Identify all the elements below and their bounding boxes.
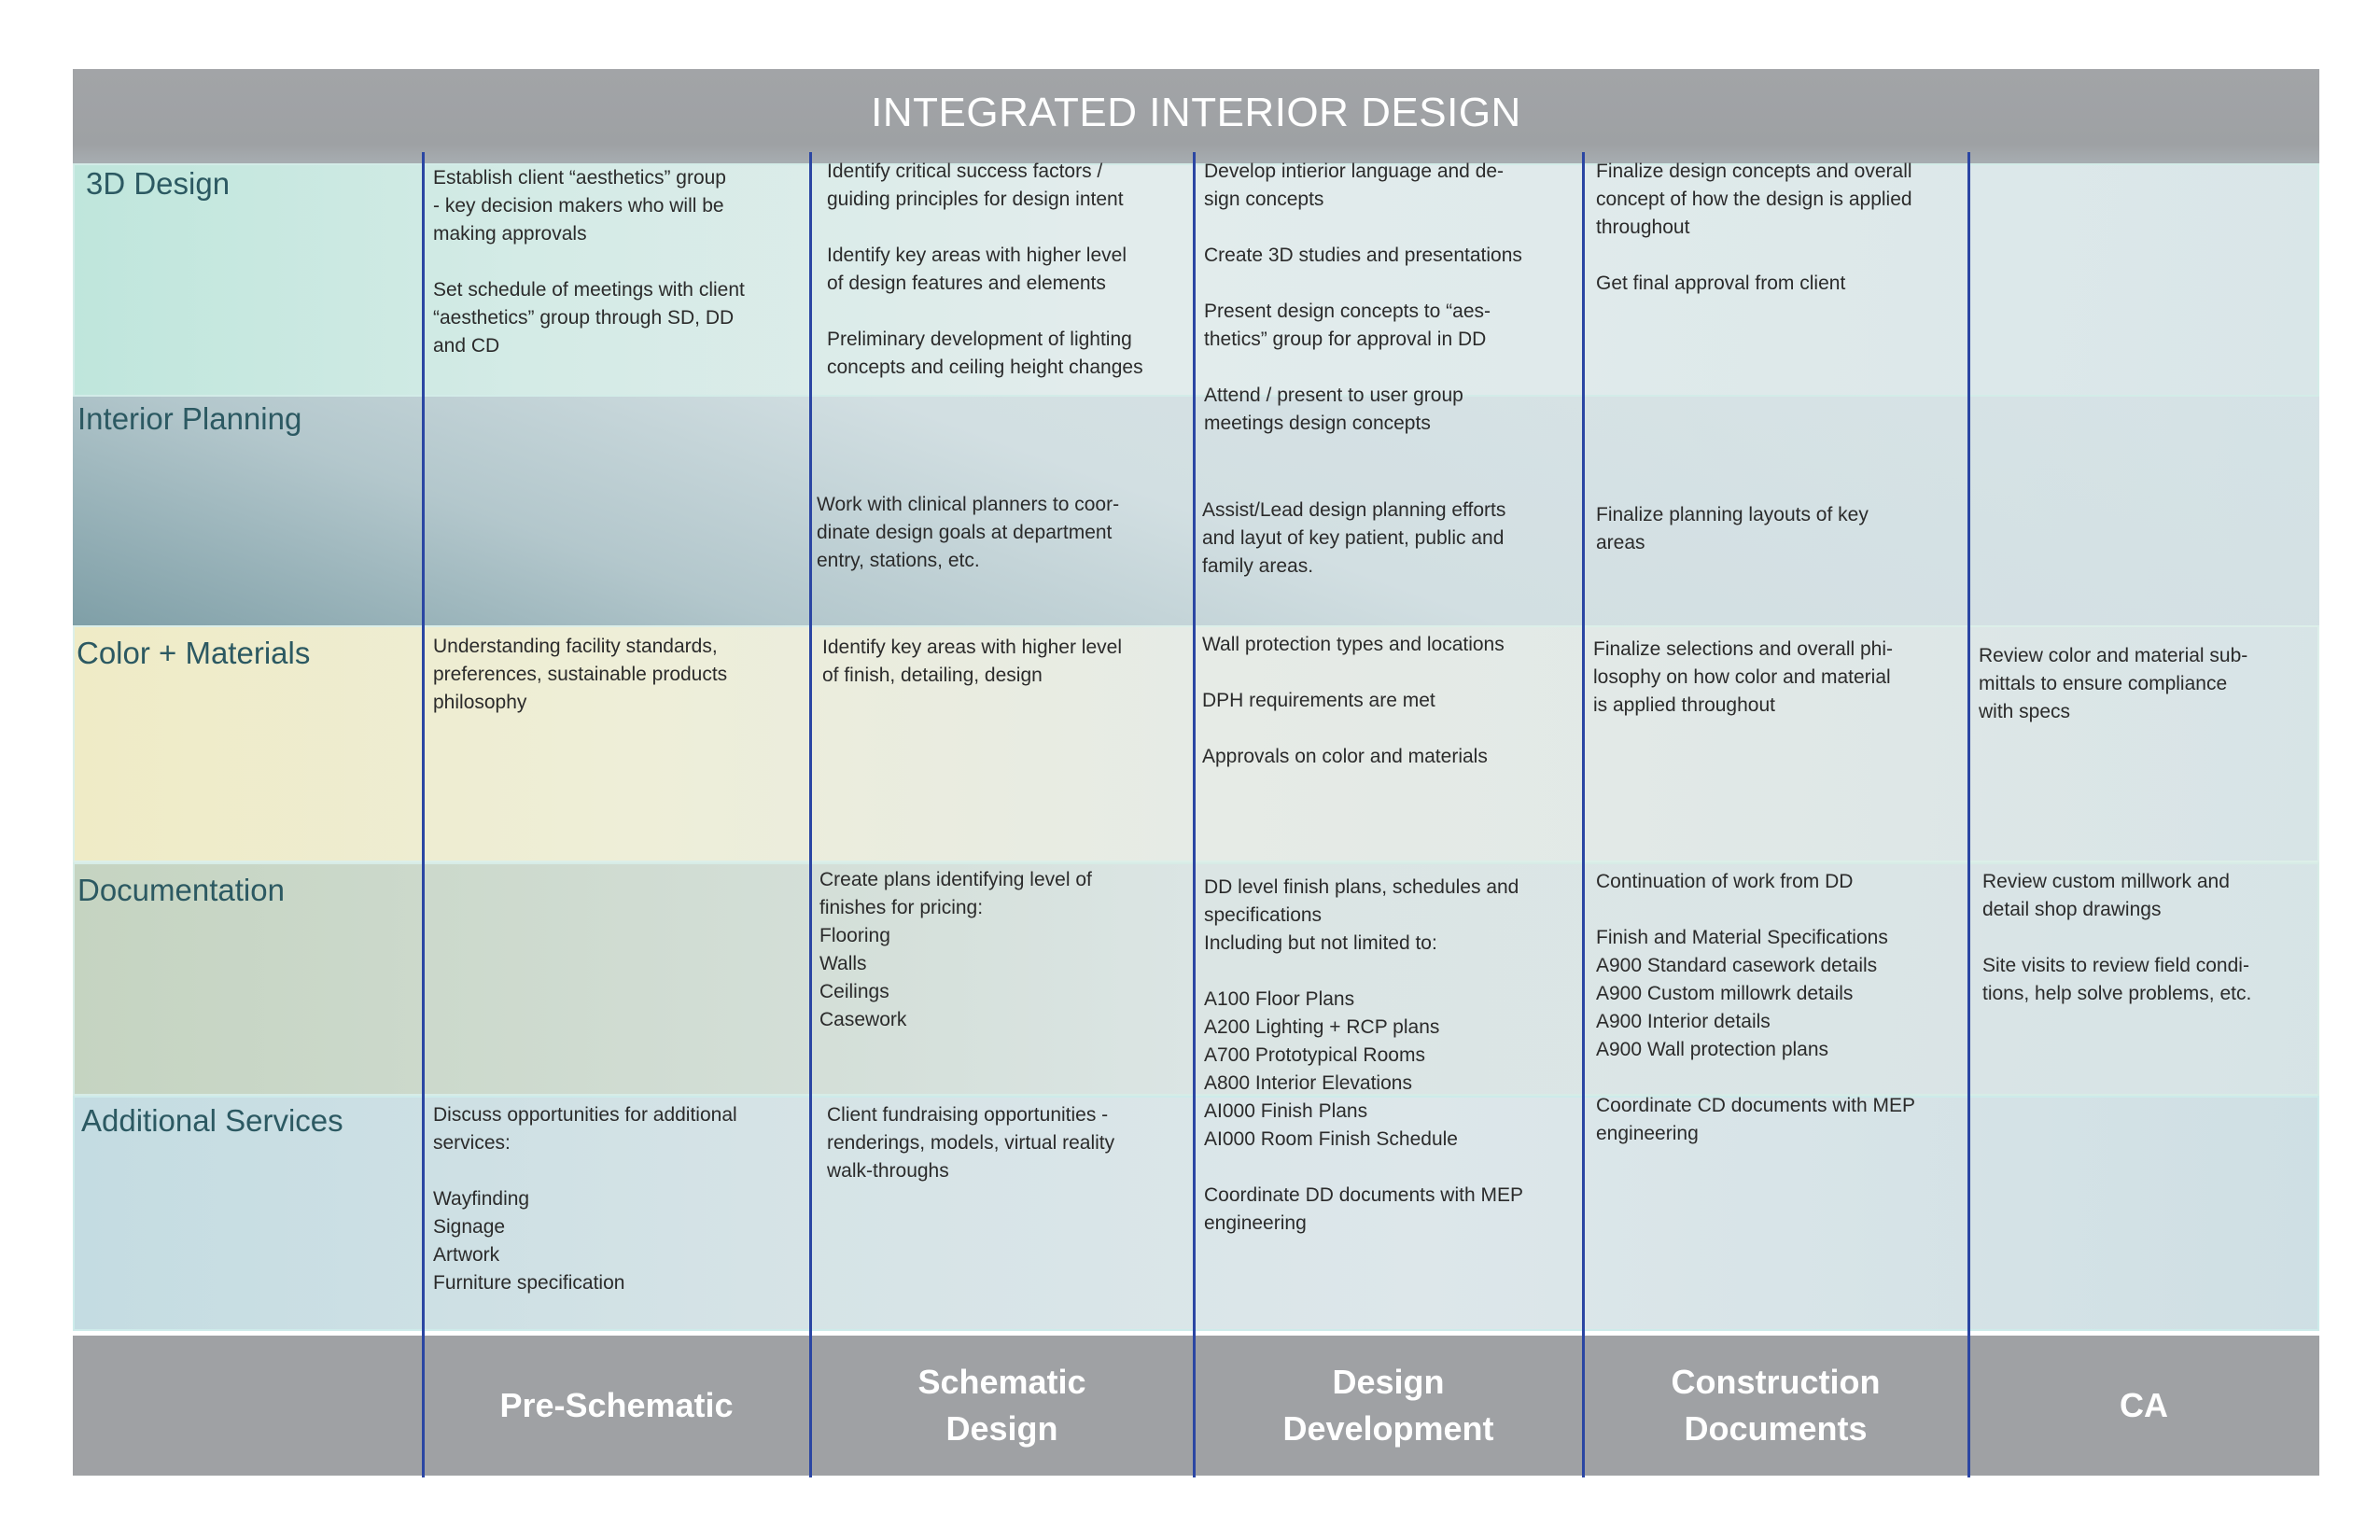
cell-planning-construction-docs: Finalize planning layouts of key areas (1596, 504, 1869, 553)
page-title: INTEGRATED INTERIOR DESIGN (871, 90, 1521, 135)
cell-color-ca: Review color and material sub- mittals t… (1979, 645, 2248, 722)
phase-pre-schematic: Pre-Schematic (499, 1386, 734, 1424)
row-label: Interior Planning (77, 401, 302, 436)
cell-3d-schematic: Identify critical success factors / guid… (827, 161, 1143, 378)
row-label: 3D Design (86, 166, 231, 201)
column-divider (1193, 152, 1196, 1477)
row-documentation (73, 862, 2319, 1096)
row-color-materials (73, 625, 2319, 862)
cell-planning-schematic: Work with clinical planners to coor- din… (817, 494, 1120, 571)
row-label: Color + Materials (77, 636, 311, 670)
row-additional-services (73, 1096, 2319, 1331)
cell-color-design-development: Wall protection types and locations DPH … (1202, 634, 1505, 767)
row-interior-planning (73, 397, 2319, 625)
phase-design-development: Design Development (1282, 1363, 1494, 1448)
cell-color-construction-docs: Finalize selections and overall phi- los… (1593, 638, 1893, 716)
phase-ca: CA (2120, 1386, 2168, 1424)
phase-construction-documents: Construction Documents (1671, 1363, 1881, 1448)
cell-additional-schematic: Client fundraising opportunities - rende… (827, 1104, 1115, 1182)
cell-documentation-ca: Review custom millwork and detail shop d… (1982, 871, 2252, 1004)
cell-3d-pre-schematic: Establish client “aesthetics” group - ke… (433, 167, 745, 357)
cell-color-pre-schematic: Understanding facility standards, prefer… (433, 636, 728, 713)
phase-footer (73, 1336, 2319, 1476)
cell-3d-construction-docs: Finalize design concepts and overall con… (1596, 161, 1912, 294)
row-label: Additional Services (81, 1103, 343, 1138)
cell-planning-design-development: Assist/Lead design planning efforts and … (1202, 499, 1506, 577)
column-divider (1582, 152, 1585, 1477)
row-3d-design (73, 163, 2319, 397)
column-divider (809, 152, 812, 1477)
cell-color-schematic: Identify key areas with higher level of … (822, 637, 1122, 686)
cell-documentation-construction-docs: Continuation of work from DD Finish and … (1596, 871, 1915, 1144)
phase-schematic-design: Schematic Design (917, 1363, 1086, 1448)
column-divider (1967, 152, 1970, 1477)
cell-documentation-design-development: DD level finish plans, schedules and spe… (1204, 876, 1523, 1234)
cell-documentation-schematic: Create plans identifying level of finish… (819, 869, 1092, 1030)
title-banner: INTEGRATED INTERIOR DESIGN (73, 69, 2319, 163)
cell-3d-design-development: Develop intierior language and de- sign … (1204, 161, 1522, 434)
row-label: Documentation (77, 873, 285, 907)
column-divider (422, 152, 425, 1477)
cell-additional-pre-schematic: Discuss opportunities for additional ser… (433, 1104, 737, 1294)
